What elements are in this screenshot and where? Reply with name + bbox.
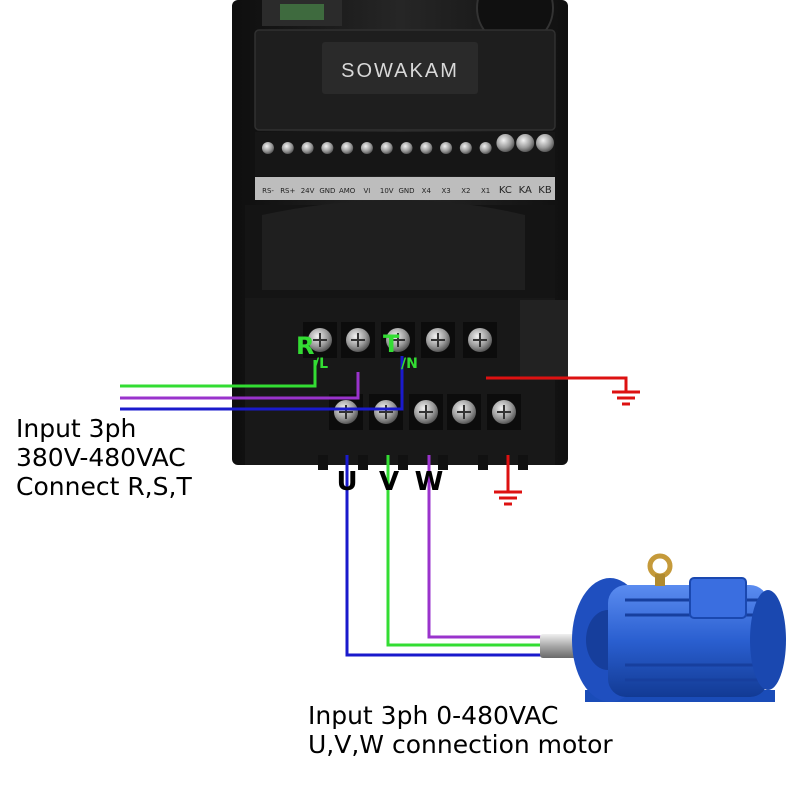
- brand-plate: [322, 42, 478, 94]
- screw-terminal-icon: [281, 142, 294, 154]
- screw-terminal-icon: [420, 142, 433, 154]
- input-line-2: 380V-480VAC: [16, 442, 186, 472]
- screw-terminal-icon: [421, 322, 455, 358]
- label-r-sub: /L: [314, 356, 328, 372]
- screw-terminal-icon: [409, 394, 443, 430]
- wire-u-blue: [345, 455, 555, 657]
- input-line-1: Input 3ph: [16, 414, 137, 443]
- screw-terminal-icon: [341, 322, 375, 358]
- screw-terminal-icon: [321, 142, 334, 154]
- screw-terminal-icon: [400, 142, 413, 154]
- screw-terminal-icon: [360, 142, 373, 154]
- brand-label: SOWAKAM: [341, 60, 459, 82]
- wire-t-blue: [120, 356, 404, 411]
- motor-icon: [540, 553, 786, 702]
- motor-lifting-eye: [647, 553, 673, 579]
- control-terminal-label: AMO: [339, 187, 356, 195]
- screw-terminal-icon: [496, 134, 515, 152]
- label-w: W: [415, 467, 444, 497]
- screw-terminal-icon: [440, 142, 453, 154]
- output-wires: [345, 455, 555, 657]
- screw-terminal-icon: [459, 142, 472, 154]
- screw-terminal-icon: [381, 322, 415, 358]
- screw-terminal-icon: [487, 394, 521, 430]
- screw-terminal-icon: [479, 142, 492, 154]
- top-connector-pcb: [280, 4, 324, 20]
- control-terminal-label: RS-: [262, 187, 274, 195]
- control-terminal-label: 10V: [380, 187, 394, 195]
- control-terminal-label: VI: [363, 187, 370, 195]
- control-terminal-label: RS+: [280, 187, 295, 195]
- side-bracket: [520, 300, 568, 380]
- wire-s-purple: [120, 372, 360, 400]
- ground-symbol-icon: [494, 490, 522, 506]
- wire-pe-input: [486, 376, 628, 392]
- motor-terminal-box: [689, 577, 747, 619]
- label-u: U: [336, 467, 357, 497]
- screw-terminal-icon: [447, 394, 481, 430]
- screw-terminal-icon: [463, 322, 497, 358]
- cover-hood: [262, 200, 525, 290]
- input-description: Input 3ph 380V-480VAC Connect R,S,T: [16, 414, 192, 501]
- control-label-strip: [255, 177, 555, 200]
- power-terminal-screws: [303, 322, 521, 430]
- control-terminal-label: X2: [461, 187, 470, 195]
- control-terminal-label: X3: [441, 187, 450, 195]
- label-t-sub: /N: [401, 356, 418, 372]
- wire-r-green: [120, 360, 317, 388]
- label-t: T: [383, 330, 400, 358]
- screw-terminal-icon: [516, 134, 535, 152]
- screw-terminal-icon: [380, 142, 393, 154]
- motor-rear-cap: [750, 590, 786, 690]
- control-terminal-label: X4: [422, 187, 432, 195]
- motor-description: Input 3ph 0-480VAC U,V,W connection moto…: [308, 701, 613, 760]
- motor-line-1: Input 3ph 0-480VAC: [308, 701, 559, 730]
- motor-line-2: U,V,W connection motor: [308, 729, 613, 759]
- screw-terminal-icon: [303, 322, 337, 358]
- screw-terminal-icon: [369, 394, 403, 430]
- control-terminal-label: 24V: [301, 187, 315, 195]
- ground-wires: [486, 376, 628, 492]
- control-terminal-label: GND: [319, 187, 335, 195]
- screw-terminal-icon: [262, 142, 274, 154]
- label-r: R: [296, 332, 314, 360]
- screw-terminal-icon: [536, 134, 554, 152]
- wire-v-green: [386, 455, 555, 647]
- screw-terminal-icon: [341, 142, 354, 154]
- control-terminal-screws: [262, 134, 554, 154]
- control-terminal-label: KA: [519, 185, 532, 196]
- wire-w-purple: [427, 455, 555, 639]
- bottom-tabs: [318, 455, 528, 470]
- control-terminal-labels: RS- RS+ 24V GND AMO VI 10V GND X4 X3 X2 X1 KC KA KB: [262, 185, 552, 196]
- control-terminal-label: KB: [538, 185, 552, 196]
- input-line-3: Connect R,S,T: [16, 471, 192, 501]
- control-terminal-label: GND: [398, 187, 414, 195]
- screw-terminal-icon: [329, 394, 363, 430]
- label-v: V: [379, 467, 399, 497]
- ground-symbol-icon: [612, 390, 640, 406]
- input-wires: [120, 356, 404, 411]
- power-labels: R /L T /N U V W: [296, 330, 443, 497]
- control-terminal-label: KC: [499, 185, 512, 196]
- control-terminal-label: X1: [481, 187, 490, 195]
- screw-terminal-icon: [301, 142, 314, 154]
